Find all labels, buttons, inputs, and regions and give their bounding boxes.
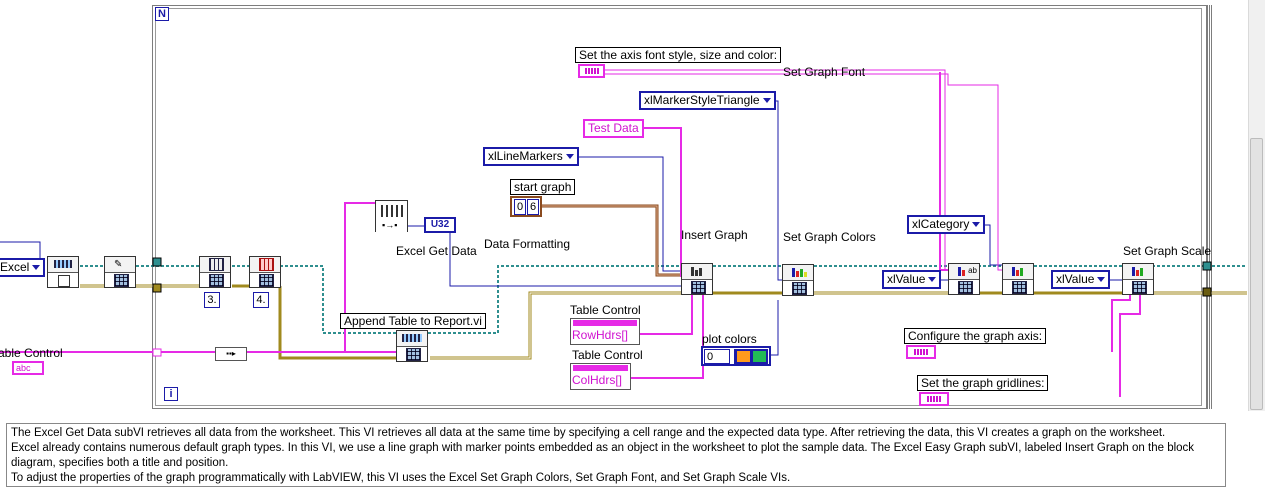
string-wire-double xyxy=(605,69,1004,271)
test-data-constant[interactable]: Test Data xyxy=(583,119,644,138)
marker-style-enum[interactable]: xlMarkerStyleTriangle xyxy=(639,91,776,110)
const-4[interactable]: 4. xyxy=(253,292,269,308)
set-graph-scale-label: Set Graph Scale xyxy=(1123,244,1212,258)
xlvalue-enum-2[interactable]: xlValue xyxy=(1051,270,1111,289)
abc-string-terminal[interactable]: abc xyxy=(12,361,44,375)
row-hdrs-node[interactable]: RowHdrs[] xyxy=(570,318,640,345)
write-block-3[interactable] xyxy=(199,256,231,288)
excel-get-data-vi[interactable]: ▪→▪ xyxy=(375,200,408,232)
set-graph-font-vi[interactable]: ab xyxy=(948,263,980,295)
frame-edge xyxy=(1207,5,1212,409)
open-workbook-vi[interactable]: ✎ xyxy=(104,256,136,288)
append-table-label: Append Table to Report.vi xyxy=(340,313,486,329)
category-enum[interactable]: xlCategory xyxy=(907,215,986,234)
insert-graph-label: Insert Graph xyxy=(681,228,748,242)
error-wire-core xyxy=(80,285,1247,359)
sequence-frame-inner xyxy=(155,8,1202,406)
description-line-3: diagram, specifies both a title and posi… xyxy=(11,457,229,469)
data-formatting-label: Data Formatting xyxy=(484,237,571,251)
open-excel-vi[interactable] xyxy=(47,256,79,288)
plot-colors-label: plot colors xyxy=(702,332,757,346)
write-block-4[interactable] xyxy=(249,256,281,288)
insert-graph-vi[interactable] xyxy=(681,263,713,295)
description-line-2: Excel already contains numerous default … xyxy=(11,442,1195,454)
string-wire xyxy=(0,72,1141,397)
set-graph-colors-vi[interactable] xyxy=(782,264,814,296)
axis-font-label: Set the axis font style, size and color: xyxy=(575,47,782,63)
gridlines-terminal[interactable] xyxy=(919,392,949,406)
table-control-label-left: able Control xyxy=(0,346,63,360)
description-line-4: To adjust the properties of the graph pr… xyxy=(11,472,791,484)
u32-conversion[interactable]: U32 xyxy=(424,217,456,233)
configure-axis-label: Configure the graph axis: xyxy=(904,328,1047,344)
excel-get-data-label: Excel Get Data xyxy=(396,244,477,258)
plot-colors-array[interactable]: 0 xyxy=(701,346,771,366)
const-3[interactable]: 3. xyxy=(204,292,220,308)
frame-label-bottom: i xyxy=(164,387,178,401)
description-text: The Excel Get Data subVI retrieves all d… xyxy=(6,423,1226,487)
configure-axis-terminal[interactable] xyxy=(906,345,936,359)
excel-enum[interactable]: Excel xyxy=(0,258,46,277)
frame-label-top: N xyxy=(155,7,169,21)
set-graph-colors-label: Set Graph Colors xyxy=(783,230,876,244)
start-graph-label: start graph xyxy=(510,179,576,195)
col-hdrs-node[interactable]: ColHdrs[] xyxy=(570,363,631,390)
append-table-vi[interactable] xyxy=(396,330,428,362)
scrollbar-thumb[interactable] xyxy=(1250,138,1263,410)
line-markers-enum[interactable]: xlLineMarkers xyxy=(483,147,579,166)
table-control-label-1: Table Control xyxy=(570,303,641,317)
xlvalue-enum-1[interactable]: xlValue xyxy=(882,270,942,289)
set-graph-scale-vi[interactable] xyxy=(1122,263,1154,295)
set-graph-scale-vi-1[interactable] xyxy=(1002,263,1034,295)
gridlines-label: Set the graph gridlines: xyxy=(917,375,1049,391)
start-graph-cluster[interactable]: 0 6 xyxy=(510,196,542,217)
axis-font-terminal[interactable] xyxy=(578,64,605,78)
description-line-1: The Excel Get Data subVI retrieves all d… xyxy=(11,427,1166,439)
concat-node[interactable]: ▪▪▸ xyxy=(215,347,247,361)
table-control-label-2: Table Control xyxy=(572,348,643,362)
set-graph-font-label: Set Graph Font xyxy=(783,65,866,79)
